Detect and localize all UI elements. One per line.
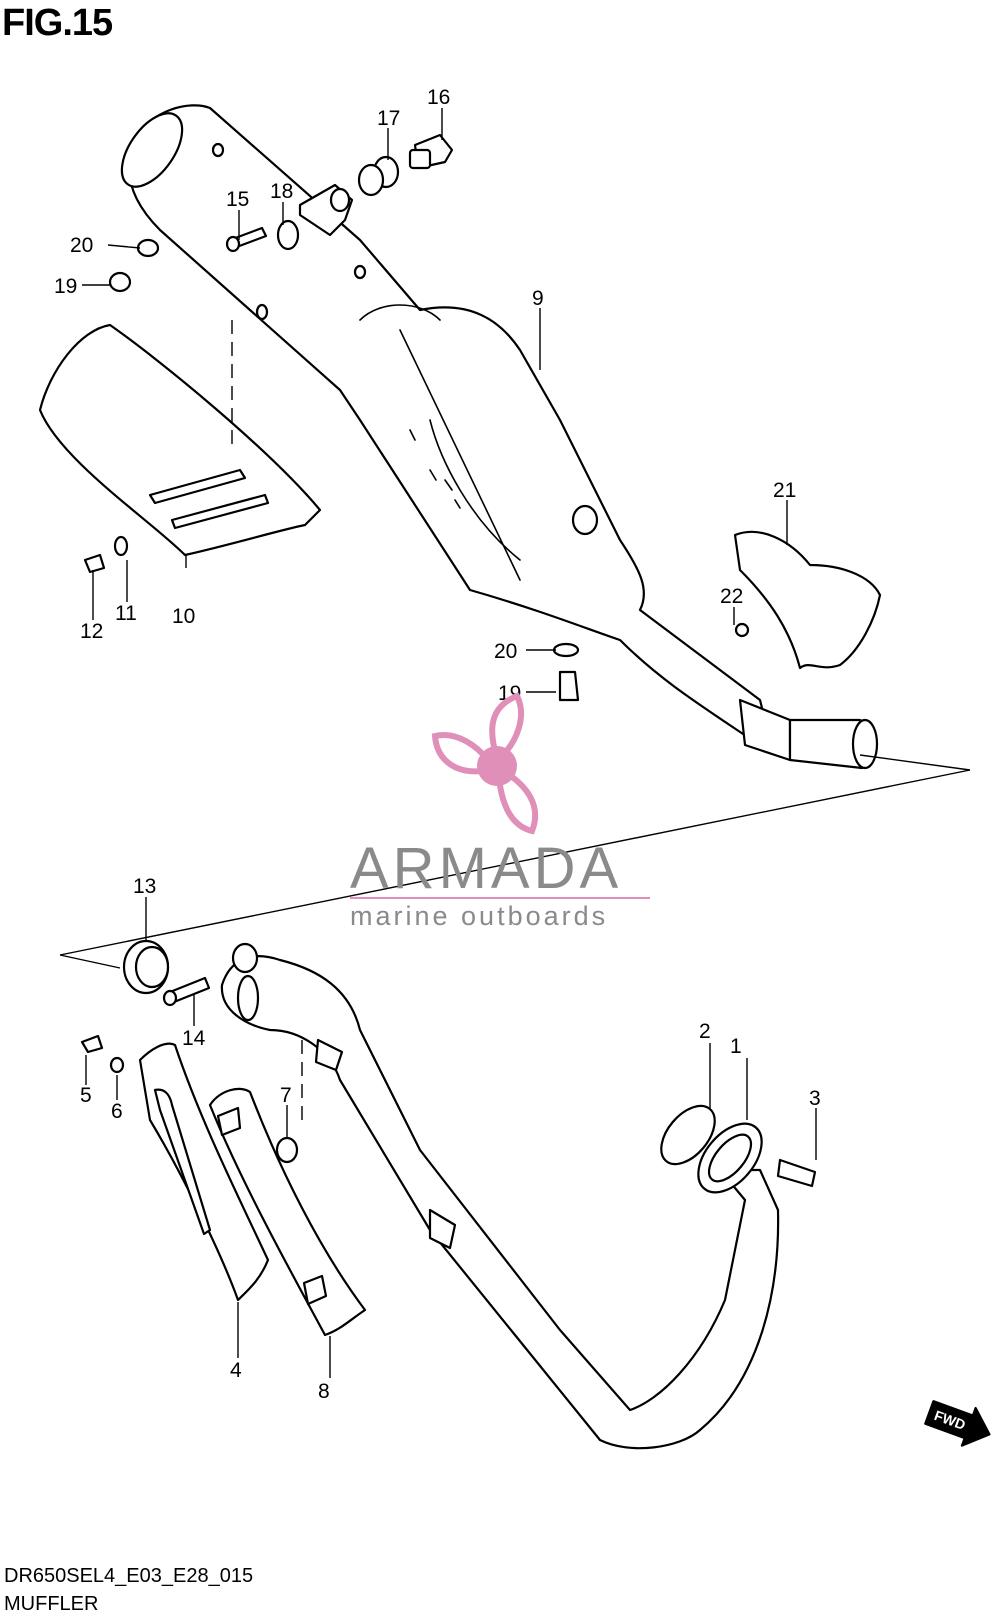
callout-21: 21 bbox=[773, 479, 796, 502]
callout-5: 5 bbox=[80, 1084, 92, 1107]
fwd-direction-arrow: FWD bbox=[924, 1400, 991, 1447]
callout-6: 6 bbox=[111, 1100, 123, 1123]
callout-12: 12 bbox=[80, 620, 103, 643]
callout-16: 16 bbox=[427, 86, 450, 109]
callout-3: 3 bbox=[809, 1087, 821, 1110]
heat-shield-8 bbox=[208, 1087, 367, 1337]
callout-2: 2 bbox=[699, 1020, 711, 1043]
callout-labels: 1 2 3 4 5 6 7 8 9 10 11 12 13 14 15 16 1… bbox=[54, 86, 821, 1403]
figure-title: FIG.15 bbox=[2, 2, 113, 44]
callout-20-middle: 20 bbox=[494, 640, 517, 663]
exhaust-pipe-assembly bbox=[80, 939, 817, 1450]
callout-15: 15 bbox=[226, 188, 249, 211]
heat-shield-4 bbox=[138, 1042, 270, 1302]
callout-11: 11 bbox=[115, 602, 137, 625]
callout-14: 14 bbox=[182, 1027, 206, 1050]
armada-watermark: ARMADA marine outboards bbox=[350, 692, 650, 931]
callout-19-top: 19 bbox=[54, 275, 77, 298]
propeller-logo-icon bbox=[431, 692, 539, 835]
callout-22: 22 bbox=[720, 585, 743, 608]
callout-1: 1 bbox=[730, 1035, 742, 1058]
muffler-assembly bbox=[120, 104, 879, 770]
callout-7: 7 bbox=[280, 1084, 292, 1107]
callout-4: 4 bbox=[230, 1359, 242, 1382]
heat-shield-10 bbox=[38, 323, 322, 557]
callout-20-top: 20 bbox=[70, 234, 93, 257]
callout-18: 18 bbox=[270, 180, 293, 203]
watermark-tagline: marine outboards bbox=[350, 901, 608, 931]
callout-17: 17 bbox=[377, 107, 400, 130]
diagram-code: DR650SEL4_E03_E28_015 bbox=[4, 1565, 254, 1587]
callout-9: 9 bbox=[532, 287, 544, 310]
diagram-name: MUFFLER bbox=[4, 1593, 99, 1615]
top-hardware bbox=[83, 133, 750, 702]
callout-8: 8 bbox=[318, 1380, 330, 1403]
watermark-brand: ARMADA bbox=[350, 836, 622, 901]
callout-10: 10 bbox=[172, 605, 195, 628]
callout-13: 13 bbox=[133, 875, 156, 898]
rubber-protector-21 bbox=[733, 530, 882, 670]
